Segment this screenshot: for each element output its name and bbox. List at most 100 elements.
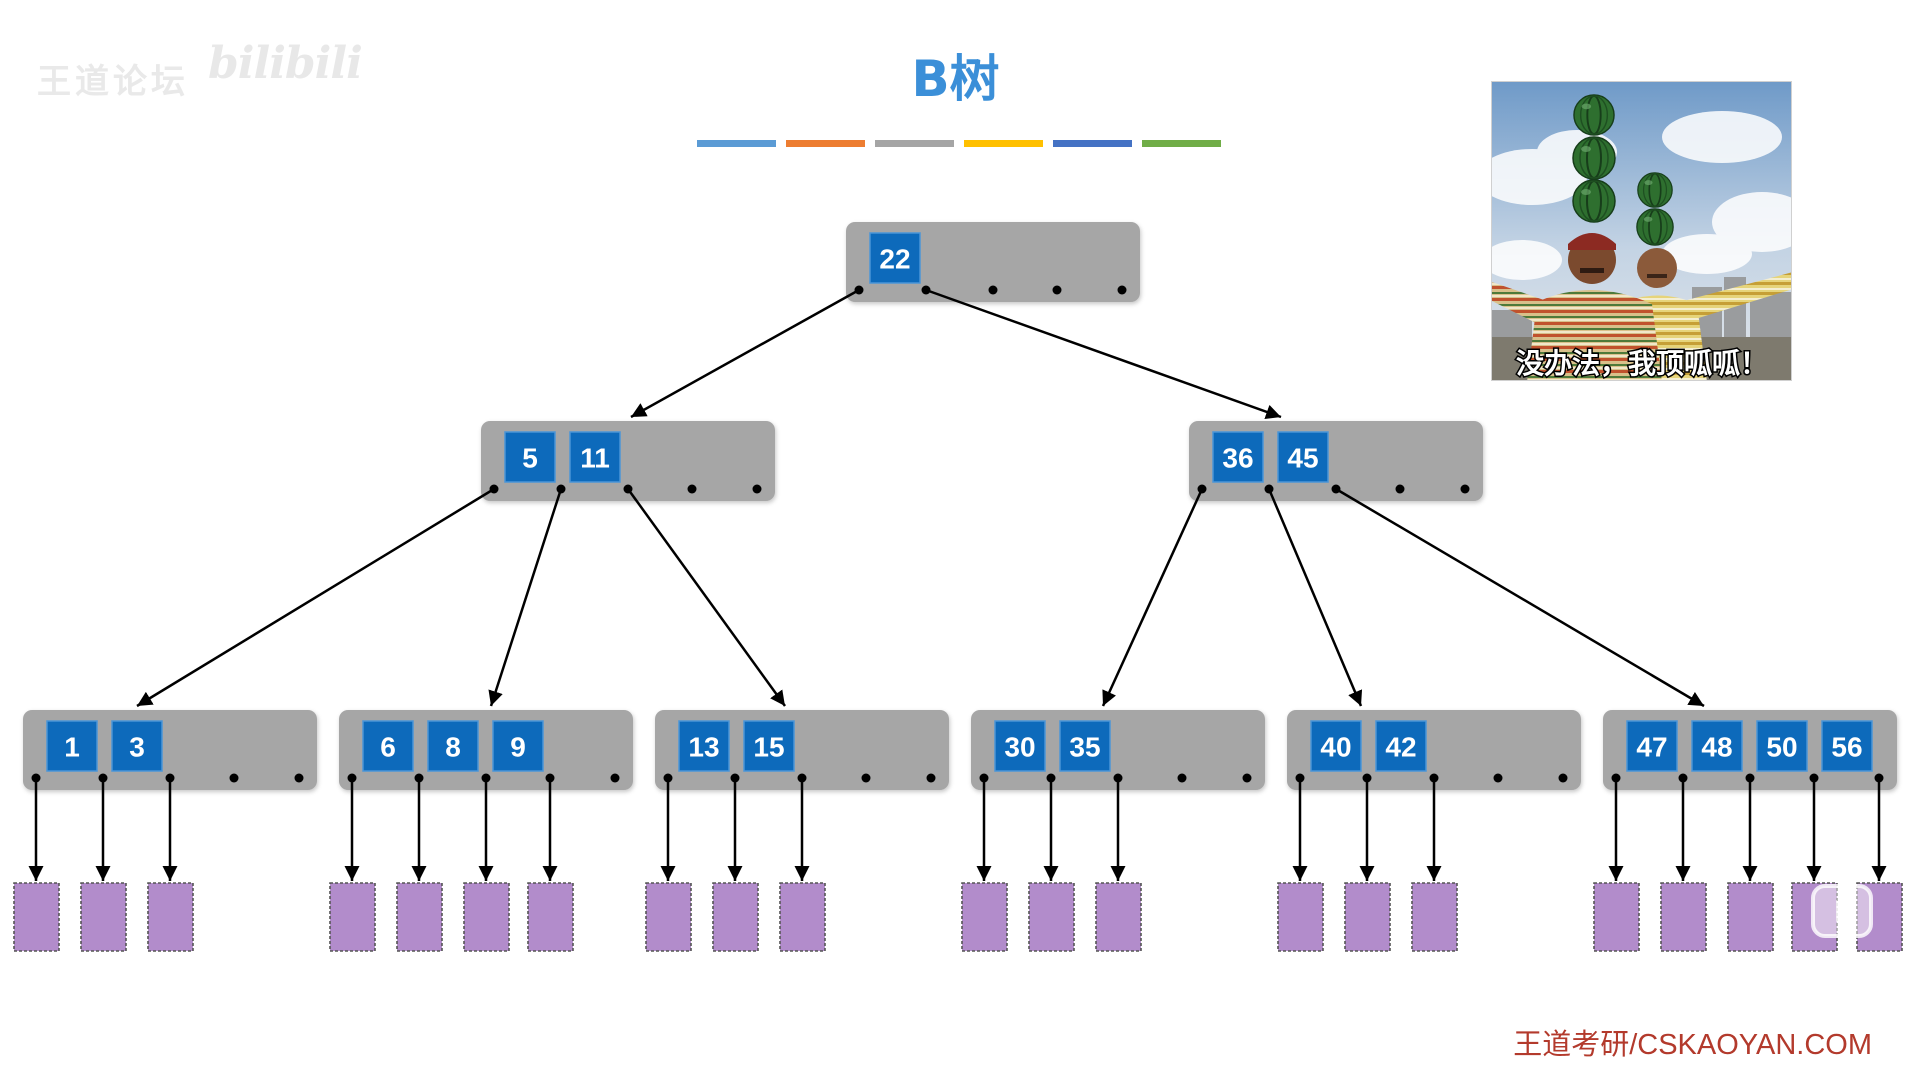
- key-box: [869, 232, 921, 284]
- key-box: [362, 720, 414, 772]
- empty-leaf-node: [1095, 882, 1142, 952]
- meme-photo: 没办法，我顶呱呱！: [1491, 81, 1792, 381]
- pointer-dot: [1046, 773, 1056, 783]
- pointer-dot: [98, 773, 108, 783]
- key-box: [1212, 431, 1264, 483]
- bilibili-logo-watermark: bilibili: [208, 38, 363, 89]
- key-value: 15: [753, 732, 784, 763]
- key-value: 13: [688, 732, 719, 763]
- pointer-dot: [663, 773, 673, 783]
- empty-leaf-node: [961, 882, 1008, 952]
- key-box: [1310, 720, 1362, 772]
- empty-leaf-node: [1856, 882, 1903, 952]
- pointer-dot: [623, 484, 633, 494]
- empty-leaf-node: [1344, 882, 1391, 952]
- empty-leaf-node: [645, 882, 692, 952]
- empty-leaf-node: [1727, 882, 1774, 952]
- key-value: 8: [445, 732, 461, 763]
- key-value: 3: [129, 732, 145, 763]
- child-pointer-arrow: [925, 288, 1282, 420]
- key-value: 47: [1636, 732, 1667, 763]
- pointer-dot: [1197, 484, 1207, 494]
- pointer-dot: [1558, 773, 1568, 783]
- title-underline-color-bar: [697, 140, 1221, 147]
- key-box: [994, 720, 1046, 772]
- key-box: [569, 431, 621, 483]
- pointer-dot: [294, 773, 304, 783]
- empty-leaf-node: [1411, 882, 1458, 952]
- site-watermark: 王道论坛: [37, 62, 189, 102]
- pointer-dot: [481, 773, 491, 783]
- color-bar-segment: [964, 140, 1043, 147]
- edge-layer: [28, 288, 1887, 881]
- pointer-dot: [752, 484, 762, 494]
- pointer-dot: [730, 773, 740, 783]
- bottom-level-node: 13 15: [655, 710, 949, 790]
- color-bar-segment: [875, 140, 954, 147]
- pointer-dot: [556, 484, 566, 494]
- empty-leaf-node: [1277, 882, 1324, 952]
- empty-leaf-node: [13, 882, 60, 952]
- child-pointer-arrow: [488, 488, 563, 707]
- key-value: 35: [1069, 732, 1100, 763]
- pointer-dot: [31, 773, 41, 783]
- child-pointer-arrow: [630, 288, 860, 419]
- pointer-dot: [1331, 484, 1341, 494]
- pointer-dot: [1177, 773, 1187, 783]
- key-box: [678, 720, 730, 772]
- footer-credit: 王道考研/CSKAOYAN.COM: [1513, 1029, 1872, 1061]
- color-bar-segment: [1053, 140, 1132, 147]
- play-watermark-icon: [1811, 884, 1873, 938]
- key-box: [1626, 720, 1678, 772]
- watermelon: [1573, 94, 1615, 136]
- key-value: 56: [1831, 732, 1862, 763]
- color-bar-segment: [1142, 140, 1221, 147]
- pointer-dot: [861, 773, 871, 783]
- empty-leaf-layer: [13, 882, 1903, 952]
- key-box: [1375, 720, 1427, 772]
- empty-leaf-node: [1660, 882, 1707, 952]
- pointer-dot: [1678, 773, 1688, 783]
- key-value: 45: [1287, 443, 1318, 474]
- child-pointer-arrow: [626, 488, 787, 707]
- pointer-dot: [1242, 773, 1252, 783]
- color-bar-segment: [697, 140, 776, 147]
- pointer-dot: [347, 773, 357, 783]
- pointer-dot: [1052, 285, 1062, 295]
- key-value: 42: [1385, 732, 1416, 763]
- key-box: [743, 720, 795, 772]
- empty-leaf-node: [779, 882, 826, 952]
- meme-caption: 没办法，我顶呱呱！: [1516, 347, 1768, 380]
- pointer-dot: [1117, 285, 1127, 295]
- pointer-dot: [1460, 484, 1470, 494]
- key-value: 48: [1701, 732, 1732, 763]
- child-pointer-arrow: [1267, 488, 1363, 707]
- color-bar-segment: [786, 140, 865, 147]
- empty-leaf-node: [527, 882, 574, 952]
- empty-leaf-node: [1593, 882, 1640, 952]
- watermelon: [1572, 136, 1616, 180]
- key-box: [492, 720, 544, 772]
- pointer-dot: [1362, 773, 1372, 783]
- pointer-dot: [1264, 484, 1274, 494]
- pointer-dot: [988, 285, 998, 295]
- watermelon: [1572, 179, 1616, 223]
- key-box: [111, 720, 163, 772]
- pointer-dot: [229, 773, 239, 783]
- empty-leaf-node: [396, 882, 443, 952]
- pointer-dot: [854, 285, 864, 295]
- key-value: 6: [380, 732, 396, 763]
- empty-leaf-node: [329, 882, 376, 952]
- pointer-dot: [687, 484, 697, 494]
- pointer-dot: [926, 773, 936, 783]
- key-box: [1756, 720, 1808, 772]
- pointer-dot: [921, 285, 931, 295]
- empty-leaf-node: [712, 882, 759, 952]
